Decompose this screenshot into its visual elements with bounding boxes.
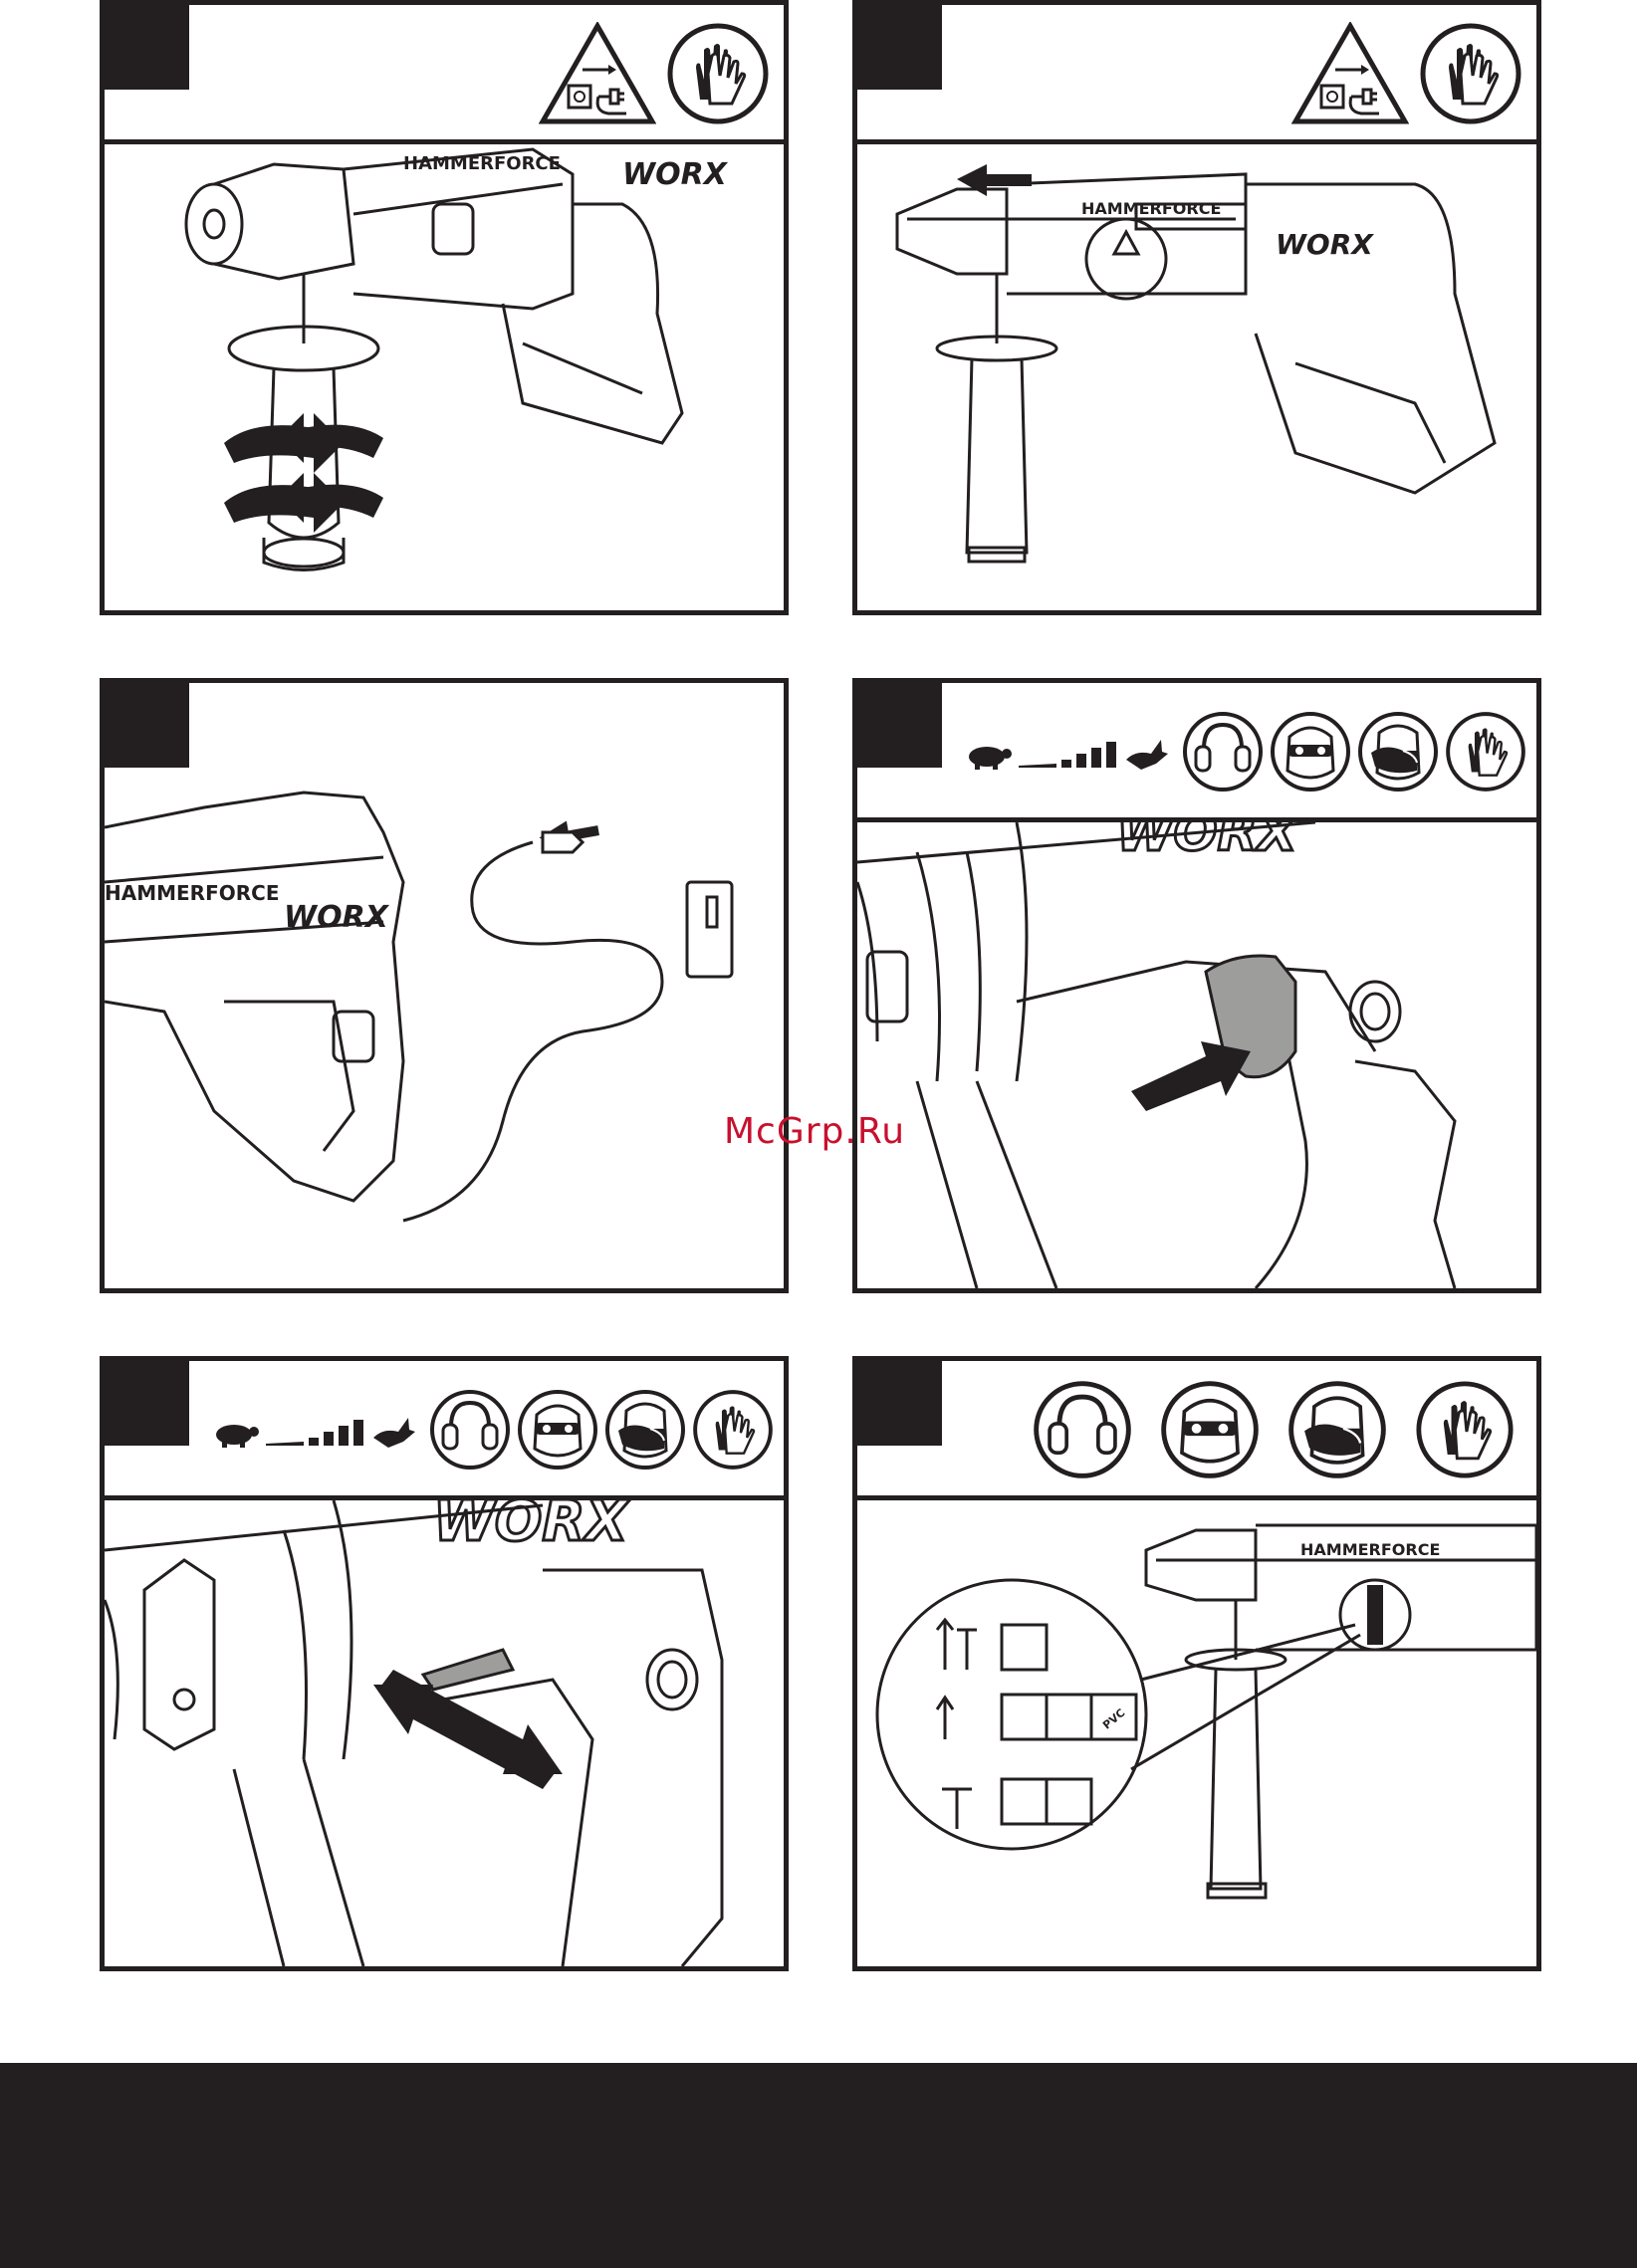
step-number-box (857, 683, 942, 768)
speed-slow-fast-icon (204, 1400, 423, 1460)
step-number-box (105, 5, 189, 90)
worx-logo: WORX (1276, 228, 1374, 261)
unplug-warning-icon (1291, 22, 1409, 125)
safety-icons (957, 697, 1526, 806)
hammerforce-label: HAMMERFORCE (1300, 1540, 1440, 1559)
illustration-mode-select: HAMMERFORCE PVC (857, 1500, 1536, 1966)
illustration-plug-in: HAMMERFORCE WORX (105, 683, 784, 1288)
safety-icons (1291, 19, 1522, 128)
panel-header (105, 5, 784, 144)
dust-mask-icon (1287, 1380, 1387, 1479)
panel-mode-select: HAMMERFORCE PVC (852, 1356, 1541, 1971)
worx-logo: WORX (284, 900, 390, 935)
safety-icons (1033, 1375, 1515, 1484)
watermark: McGrp.Ru (724, 1111, 905, 1152)
pvc-label: PVC (1100, 1706, 1127, 1732)
ear-protection-icon (1182, 711, 1264, 793)
panel-header (105, 1361, 784, 1500)
gloves-icon (1415, 1380, 1515, 1479)
eye-protection-icon (517, 1389, 598, 1471)
illustration-trigger-speed: WORX (857, 822, 1536, 1288)
hammerforce-label: HAMMERFORCE (105, 881, 280, 905)
hammerforce-label: HAMMERFORCE (1081, 199, 1221, 218)
speed-slow-fast-icon (957, 722, 1176, 782)
step-number-box (857, 5, 942, 90)
panel-header (857, 5, 1536, 144)
panel-depth-stop: HAMMERFORCE WORX (852, 0, 1541, 615)
illustration-depth-stop: HAMMERFORCE WORX (857, 144, 1536, 610)
eye-protection-icon (1160, 1380, 1260, 1479)
unplug-warning-icon (539, 22, 656, 125)
gloves-icon (666, 22, 770, 125)
gloves-icon (1445, 711, 1526, 793)
panel-plug-in: HAMMERFORCE WORX (100, 678, 789, 1293)
panel-header (857, 1361, 1536, 1500)
ear-protection-icon (429, 1389, 511, 1471)
illustration-reverse-switch: WORX (105, 1500, 784, 1966)
step-number-box (105, 1361, 189, 1446)
gloves-icon (1419, 22, 1522, 125)
footer-bar (0, 2063, 1637, 2268)
step-number-box (857, 1361, 942, 1446)
worx-logo: WORX (622, 157, 729, 192)
hammerforce-label: HAMMERFORCE (403, 153, 561, 174)
illustration-attach-handle: HAMMERFORCE WORX (105, 144, 784, 610)
panel-header (857, 683, 1536, 822)
panel-attach-handle: HAMMERFORCE WORX (100, 0, 789, 615)
dust-mask-icon (1357, 711, 1439, 793)
gloves-icon (692, 1389, 774, 1471)
worx-logo: WORX (433, 1500, 630, 1554)
safety-icons (204, 1375, 774, 1484)
eye-protection-icon (1270, 711, 1351, 793)
dust-mask-icon (604, 1389, 686, 1471)
safety-icons (539, 19, 770, 128)
panel-trigger-speed: WORX (852, 678, 1541, 1293)
ear-protection-icon (1033, 1380, 1132, 1479)
worx-logo: WORX (1116, 822, 1300, 863)
panel-reverse-switch: WORX (100, 1356, 789, 1971)
